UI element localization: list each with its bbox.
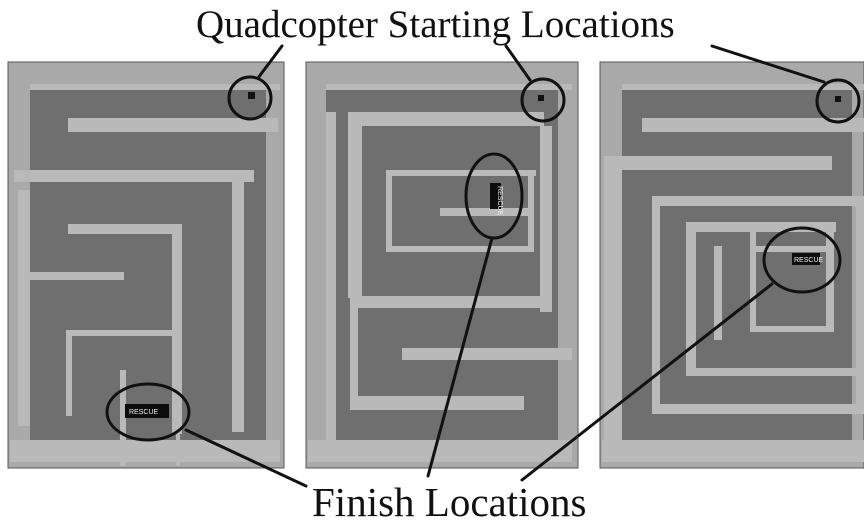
maze-1-finish-tag: RESCUE [129,409,159,416]
finish-callout-2 [426,236,494,478]
maze-2-finish-ellipse [464,152,524,240]
maze-2-start-marker [538,95,544,101]
start-callout-1 [256,44,284,80]
maze-2: RESCUE [305,61,579,469]
maze-3-start-marker [835,96,841,102]
maze-3-start-circle [815,78,861,124]
maze-1-start-marker [248,92,255,99]
finish-callout-1 [184,428,308,488]
maze-1-walls [10,84,280,466]
maze-3-finish-tag: RESCUE [794,257,824,264]
maze-1-floor [30,86,266,444]
maze-2-start-circle [520,77,566,123]
maze-2-floor [326,86,558,444]
maze-1-start-circle [227,75,273,121]
maze-1-finish-ellipse [105,382,191,442]
maze-3-walls [602,84,864,462]
start-callout-3 [710,44,826,84]
maze-3: RESCUE [599,61,864,469]
maze-3-finish-box [792,253,820,265]
callout-lines [184,44,826,488]
maze-2-walls [308,84,572,462]
maze-3-finish-ellipse [762,226,842,294]
maze-2-finish-box [490,183,501,209]
finish-locations-caption: Finish Locations [312,479,587,525]
start-locations-caption: Quadcopter Starting Locations [196,3,675,46]
maze-2-finish-tag: RESCUE [496,186,503,216]
finish-callout-3 [520,282,774,482]
maze-1: RESCUE [7,61,285,469]
start-callout-2 [504,44,532,82]
maze-1-finish-box [125,404,169,418]
